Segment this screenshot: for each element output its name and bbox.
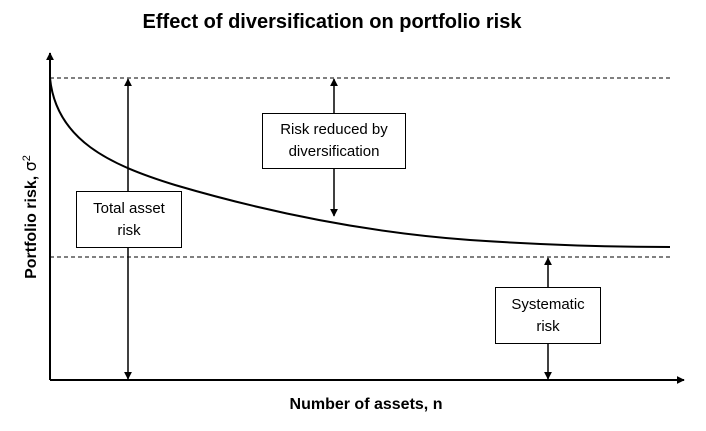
systematic-risk-box: Systematic risk — [495, 287, 601, 344]
x-axis-label: Number of assets, n — [289, 396, 443, 413]
total-asset-risk-line2: risk — [117, 221, 141, 239]
systematic-risk-line1: Systematic — [511, 295, 585, 313]
total-asset-risk-line1: Total asset — [93, 199, 165, 217]
total-asset-risk-box: Total asset risk — [76, 191, 182, 248]
sigma-symbol: σ — [21, 161, 41, 172]
diagram-title: Effect of diversification on portfolio r… — [142, 11, 522, 33]
portfolio-risk-curve — [49, 77, 671, 248]
y-axis-label: Portfolio risk, σ2 — [21, 155, 41, 279]
y-axis-label-exponent: 2 — [20, 155, 33, 162]
y-axis-label-text: Portfolio risk, — [23, 171, 41, 279]
risk-reduced-line1: Risk reduced by — [280, 121, 388, 138]
systematic-risk-line2: risk — [536, 317, 560, 335]
risk-reduced-box: Risk reduced by diversification — [262, 113, 406, 169]
risk-reduced-line2: diversification — [288, 143, 380, 160]
